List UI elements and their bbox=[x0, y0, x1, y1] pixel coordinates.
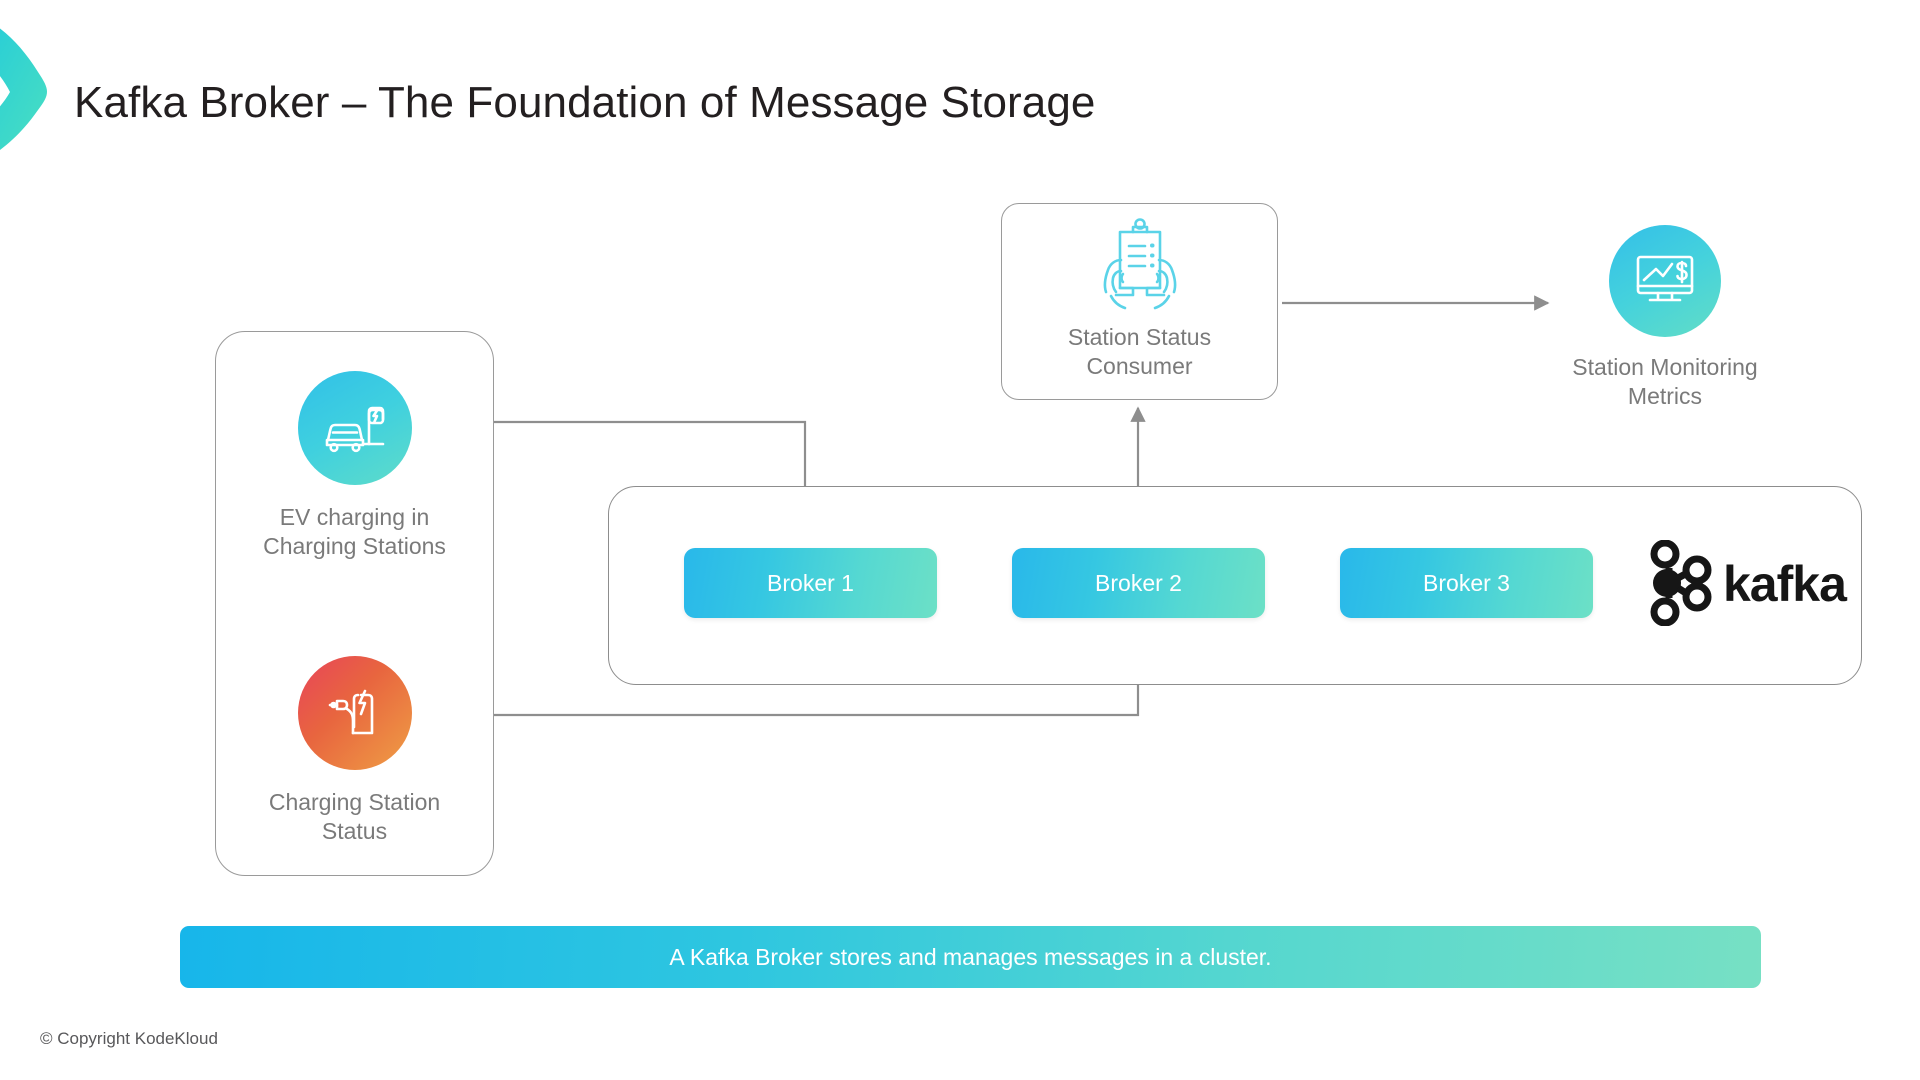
svg-text:kafka: kafka bbox=[1723, 556, 1848, 612]
broker-label-2: Broker 2 bbox=[1095, 569, 1182, 596]
producer-label-charging-station-status: Charging Station Status bbox=[268, 789, 441, 844]
charging-station-plug-icon bbox=[297, 656, 412, 770]
producer-node-ev-charging[interactable]: EV charging in Charging Stations bbox=[215, 371, 494, 560]
broker-box-1[interactable]: Broker 1 bbox=[684, 548, 937, 618]
clipboard-in-hands-icon bbox=[1085, 216, 1195, 319]
metrics-label: Station Monitoring Metrics bbox=[1572, 354, 1758, 409]
brand-chevron-icon bbox=[0, 28, 47, 150]
monitor-chart-dollar-icon bbox=[1609, 225, 1721, 337]
producer-label-ev-charging: EV charging in Charging Stations bbox=[263, 504, 446, 559]
broker-box-3[interactable]: Broker 3 bbox=[1340, 548, 1593, 618]
station-monitoring-metrics-node[interactable]: Station Monitoring Metrics bbox=[1490, 225, 1840, 410]
producer-node-charging-station-status[interactable]: Charging Station Status bbox=[215, 656, 494, 845]
summary-banner-text: A Kafka Broker stores and manages messag… bbox=[669, 943, 1272, 970]
broker-label-3: Broker 3 bbox=[1423, 569, 1510, 596]
station-status-consumer-node[interactable]: Station Status Consumer bbox=[1001, 203, 1278, 400]
consumer-label: Station Status Consumer bbox=[1067, 324, 1212, 379]
kafka-logo: kafka bbox=[1645, 538, 1855, 628]
kafka-logo-mark: kafka bbox=[1650, 540, 1849, 626]
copyright-text: © Copyright KodeKloud bbox=[40, 1029, 218, 1048]
broker-box-2[interactable]: Broker 2 bbox=[1012, 548, 1265, 618]
summary-banner: A Kafka Broker stores and manages messag… bbox=[180, 926, 1761, 988]
electric-car-charging-icon bbox=[297, 371, 412, 485]
page-title: Kafka Broker – The Foundation of Message… bbox=[74, 78, 1096, 127]
broker-label-1: Broker 1 bbox=[767, 569, 854, 596]
